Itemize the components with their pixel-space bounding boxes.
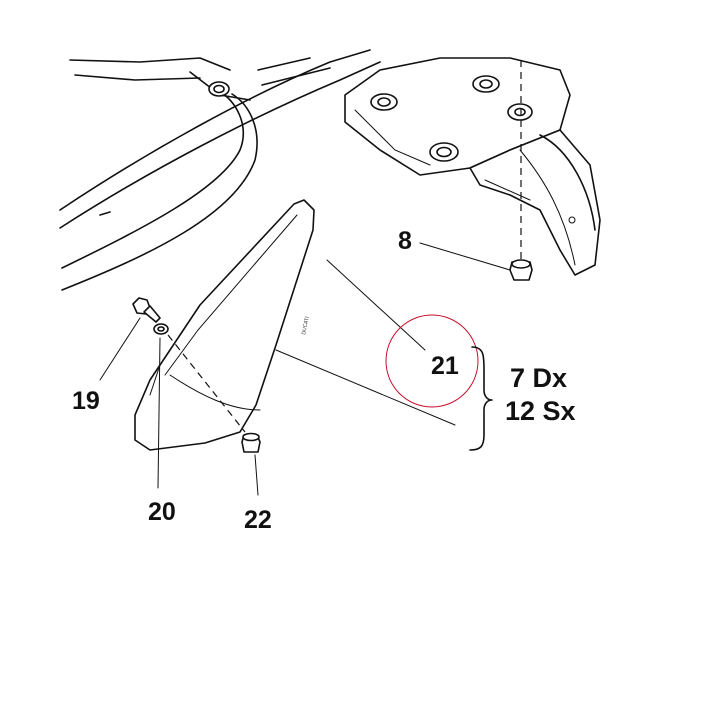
highlight-circle [385,314,479,408]
callout-8: 8 [398,227,412,255]
screw-19 [132,297,161,323]
callout-19: 19 [72,387,100,415]
bracket-label-dx: 7 Dx [510,363,567,393]
callout-20: 20 [148,498,176,526]
hex-nut-8 [509,60,533,281]
washer-20 [153,323,246,433]
leader-lines [99,242,511,496]
bracket-label-sx: 12 Sx [505,396,576,426]
nut-22 [241,432,261,453]
callout-21: 21 [431,352,459,380]
curly-brace [469,346,493,451]
part-stamp: DUCATI [301,316,311,335]
side-deflector-panel: DUCATI [134,199,315,451]
mounting-bracket-plate [344,57,601,276]
frame-tubes [59,49,381,291]
callout-22: 22 [244,506,272,534]
